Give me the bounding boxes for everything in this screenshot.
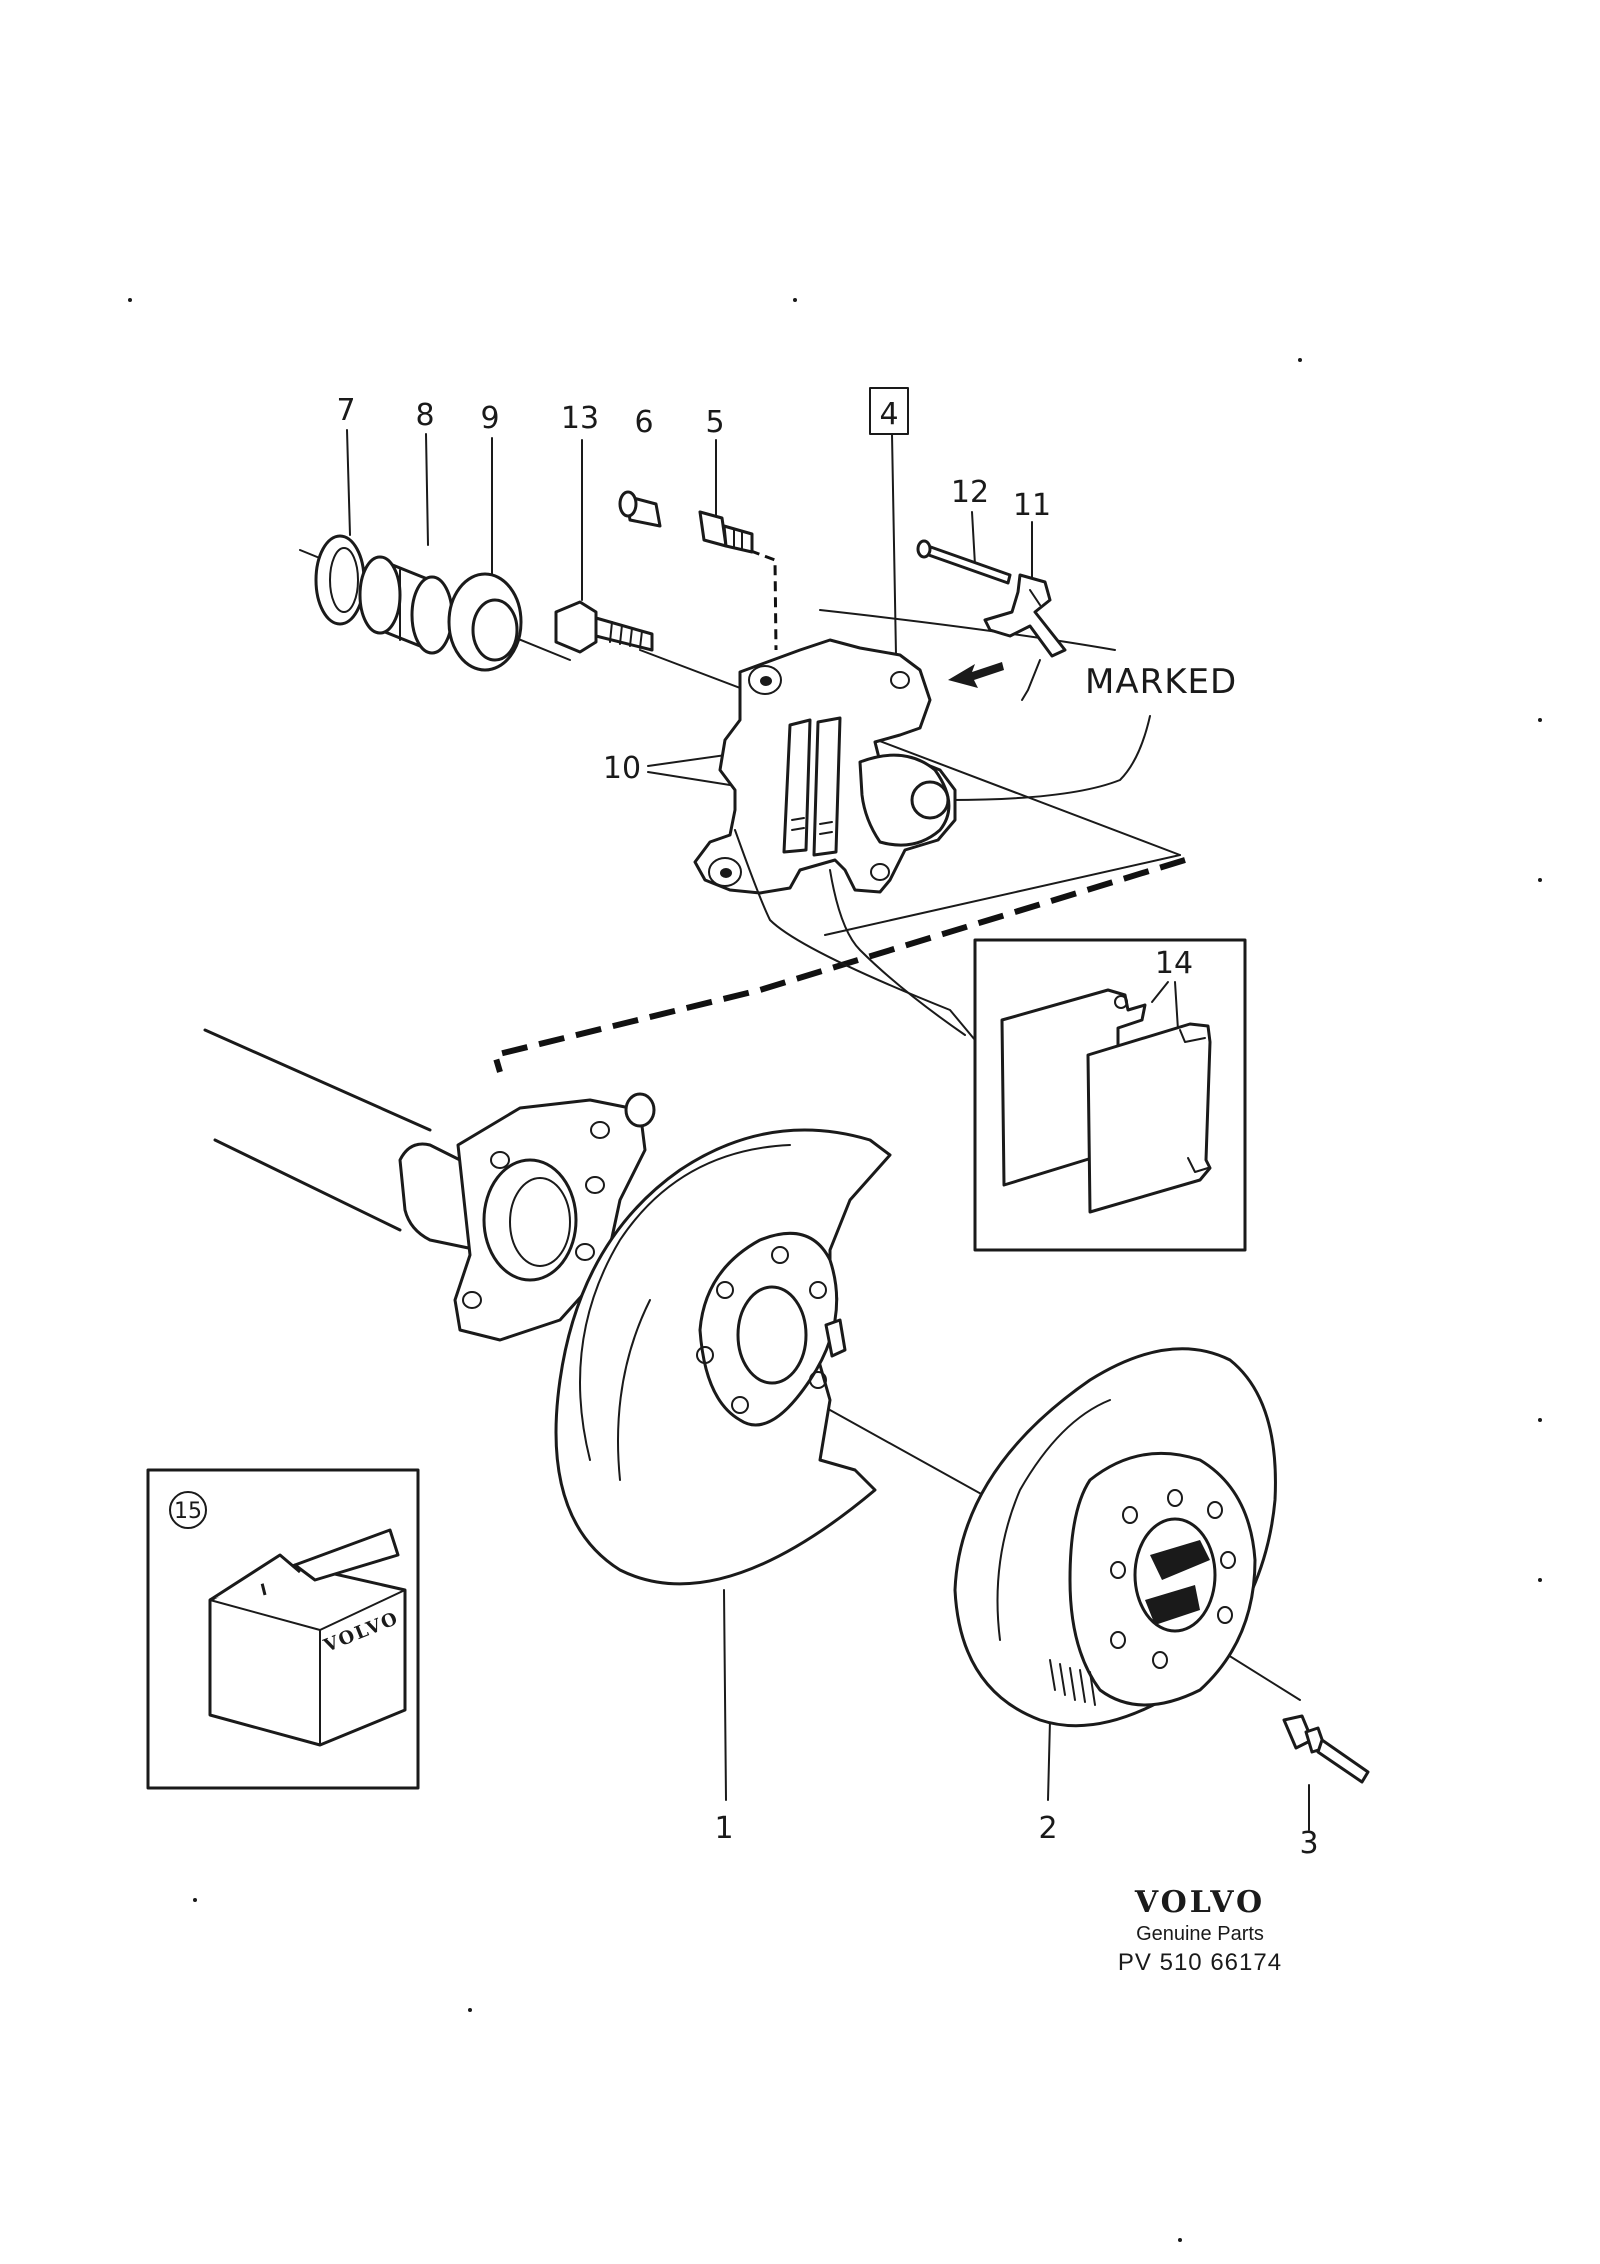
dashed-connectors <box>491 543 1186 1073</box>
callout-6: 6 <box>634 405 653 440</box>
brake-pads-inset-14 <box>973 938 1247 1252</box>
callout-7: 7 <box>336 393 355 428</box>
callout-12: 12 <box>951 475 989 510</box>
axle-housing <box>203 1028 656 1342</box>
direction-arrow <box>948 662 1004 688</box>
callout-1: 1 <box>714 1811 733 1846</box>
callout-4: 4 <box>879 397 898 432</box>
caliper-4 <box>693 638 976 1041</box>
genuine-parts-label: Genuine Parts <box>1136 1923 1264 1945</box>
callout-15-circle <box>169 1491 207 1529</box>
piston-8 <box>358 555 454 655</box>
callout-4-box <box>869 387 909 435</box>
branding-svg: VOLVO Genuine Parts PV 510 66174 <box>1118 1885 1282 1976</box>
callout-10: 10 <box>603 751 641 786</box>
splash-shield-1 <box>554 1128 892 1586</box>
volvo-logo: VOLVO <box>1134 1885 1265 1920</box>
seal-ring-7 <box>314 534 366 626</box>
kit-box-frame <box>146 1468 420 1790</box>
kit-box-inset-15: VOLVO <box>146 1468 420 1790</box>
callout-13: 13 <box>561 401 599 436</box>
bolt-13 <box>554 600 654 654</box>
spring-clip-11 <box>983 573 1067 701</box>
callout-15: 15 <box>174 1499 202 1524</box>
callout-14: 14 <box>1155 946 1193 981</box>
callout-5: 5 <box>705 405 724 440</box>
scan-specks <box>128 298 1542 2242</box>
branding-block: VOLVO Genuine Parts PV 510 66174 <box>1080 1880 1320 2000</box>
callout-3: 3 <box>1299 1826 1318 1861</box>
callout-8: 8 <box>415 398 434 433</box>
bleed-nipple-5 <box>698 510 754 554</box>
pads-inset-frame <box>973 938 1247 1252</box>
brake-disc-2 <box>953 1347 1277 1728</box>
wheel-stud-3 <box>1282 1714 1370 1784</box>
dust-boot-9 <box>447 572 523 672</box>
callout-11: 11 <box>1013 488 1051 523</box>
retaining-pin-12 <box>916 539 1012 585</box>
marked-label: MARKED <box>1085 662 1237 702</box>
callout-labels: 7 8 9 13 6 5 4 12 11 10 14 15 1 2 3 MARK… <box>169 387 1319 1861</box>
callout-9: 9 <box>480 401 499 436</box>
bleed-cap-6 <box>618 490 662 528</box>
callout-2: 2 <box>1038 1811 1057 1846</box>
part-reference: PV 510 66174 <box>1118 1949 1282 1976</box>
